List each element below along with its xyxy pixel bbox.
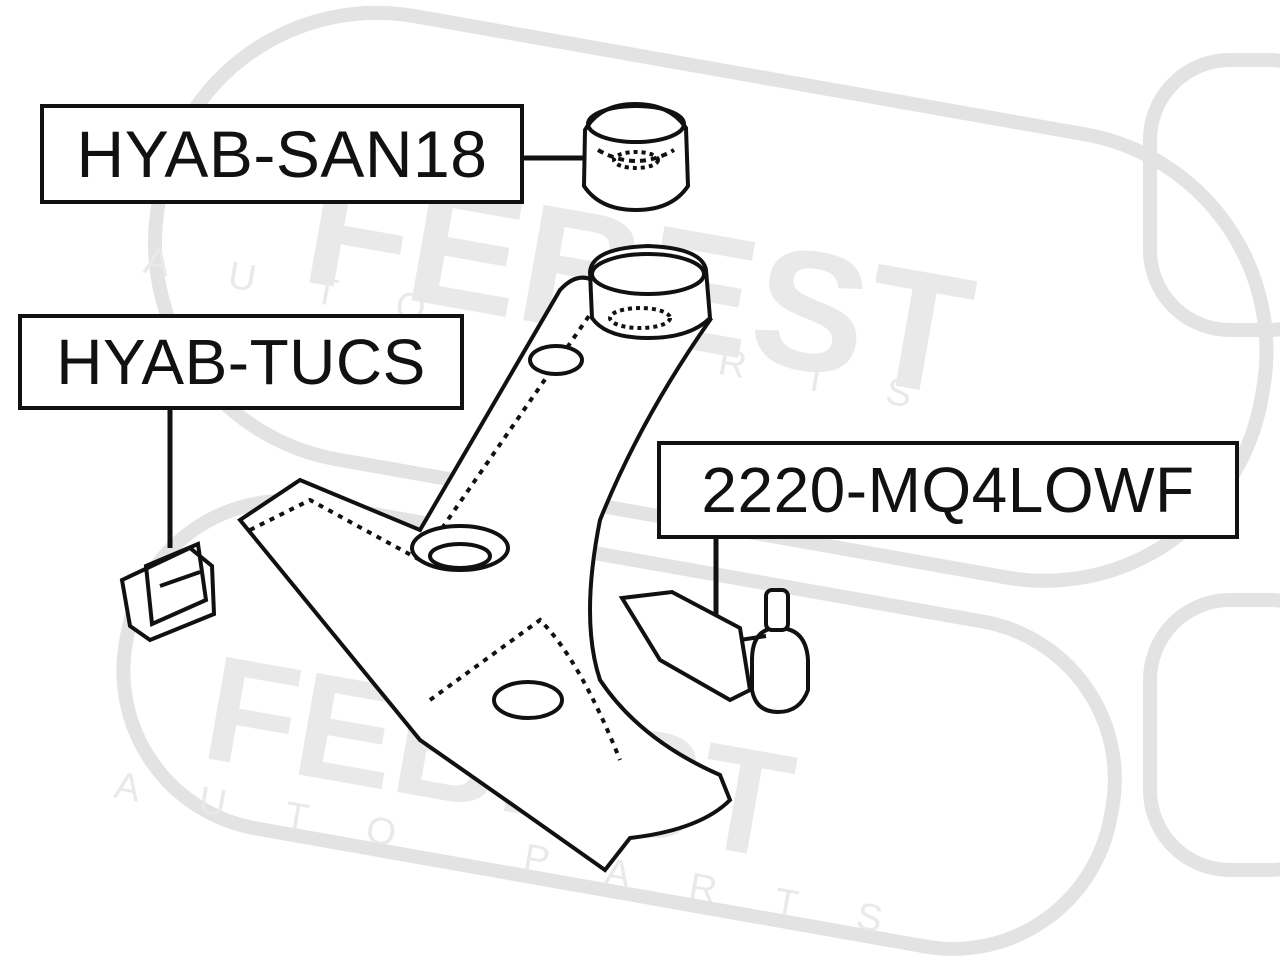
leader-lines: [167, 155, 719, 618]
upper-bushing-part: [581, 101, 691, 213]
rear-bushing-part: [119, 541, 217, 643]
part-label-rear-bushing: HYAB-TUCS: [18, 314, 464, 410]
part-label-ball-joint: 2220-MQ4LOWF: [657, 441, 1239, 539]
ball-joint-part: [618, 588, 810, 715]
front-bushing-housing: [587, 243, 713, 341]
arm-holes: [410, 344, 584, 720]
part-label-upper-bushing: HYAB-SAN18: [40, 104, 524, 204]
